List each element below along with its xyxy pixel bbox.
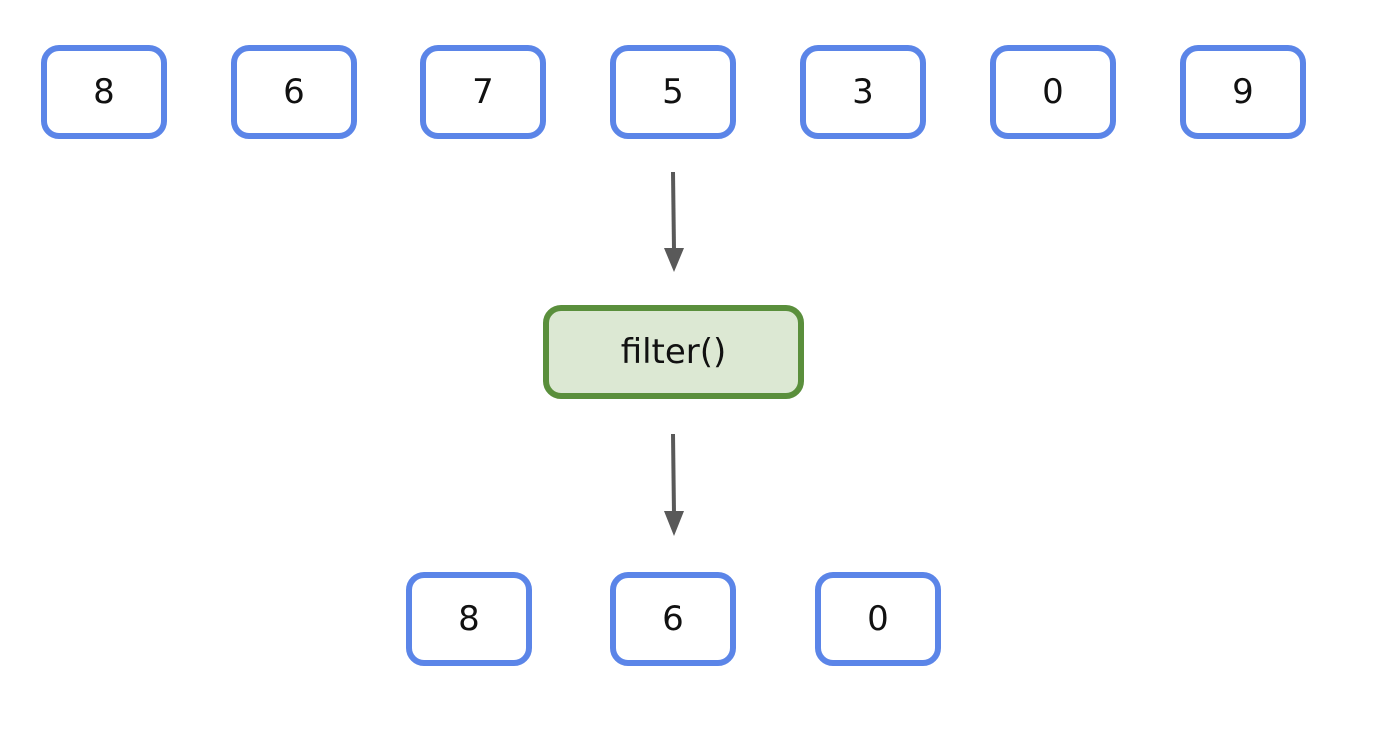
output-item: 0	[815, 572, 941, 666]
arrow-head	[664, 511, 684, 536]
filter-operation-label: filter()	[620, 332, 727, 372]
filter-operation-box: filter()	[543, 305, 804, 399]
output-item-value: 0	[867, 599, 889, 639]
input-item: 5	[610, 45, 736, 139]
input-item: 0	[990, 45, 1116, 139]
input-item-value: 9	[1232, 72, 1254, 112]
output-item-value: 6	[662, 599, 684, 639]
arrow-head	[664, 248, 684, 272]
input-item: 8	[41, 45, 167, 139]
input-item: 6	[231, 45, 357, 139]
output-item: 8	[406, 572, 532, 666]
input-item: 7	[420, 45, 546, 139]
input-item: 3	[800, 45, 926, 139]
input-item: 9	[1180, 45, 1306, 139]
input-item-value: 6	[283, 72, 305, 112]
output-item-value: 8	[458, 599, 480, 639]
arrow-shaft	[671, 171, 676, 251]
output-item: 6	[610, 572, 736, 666]
input-item-value: 5	[662, 72, 684, 112]
arrow-shaft	[671, 433, 676, 515]
input-item-value: 7	[472, 72, 494, 112]
input-item-value: 0	[1042, 72, 1064, 112]
input-item-value: 3	[852, 72, 874, 112]
input-item-value: 8	[93, 72, 115, 112]
